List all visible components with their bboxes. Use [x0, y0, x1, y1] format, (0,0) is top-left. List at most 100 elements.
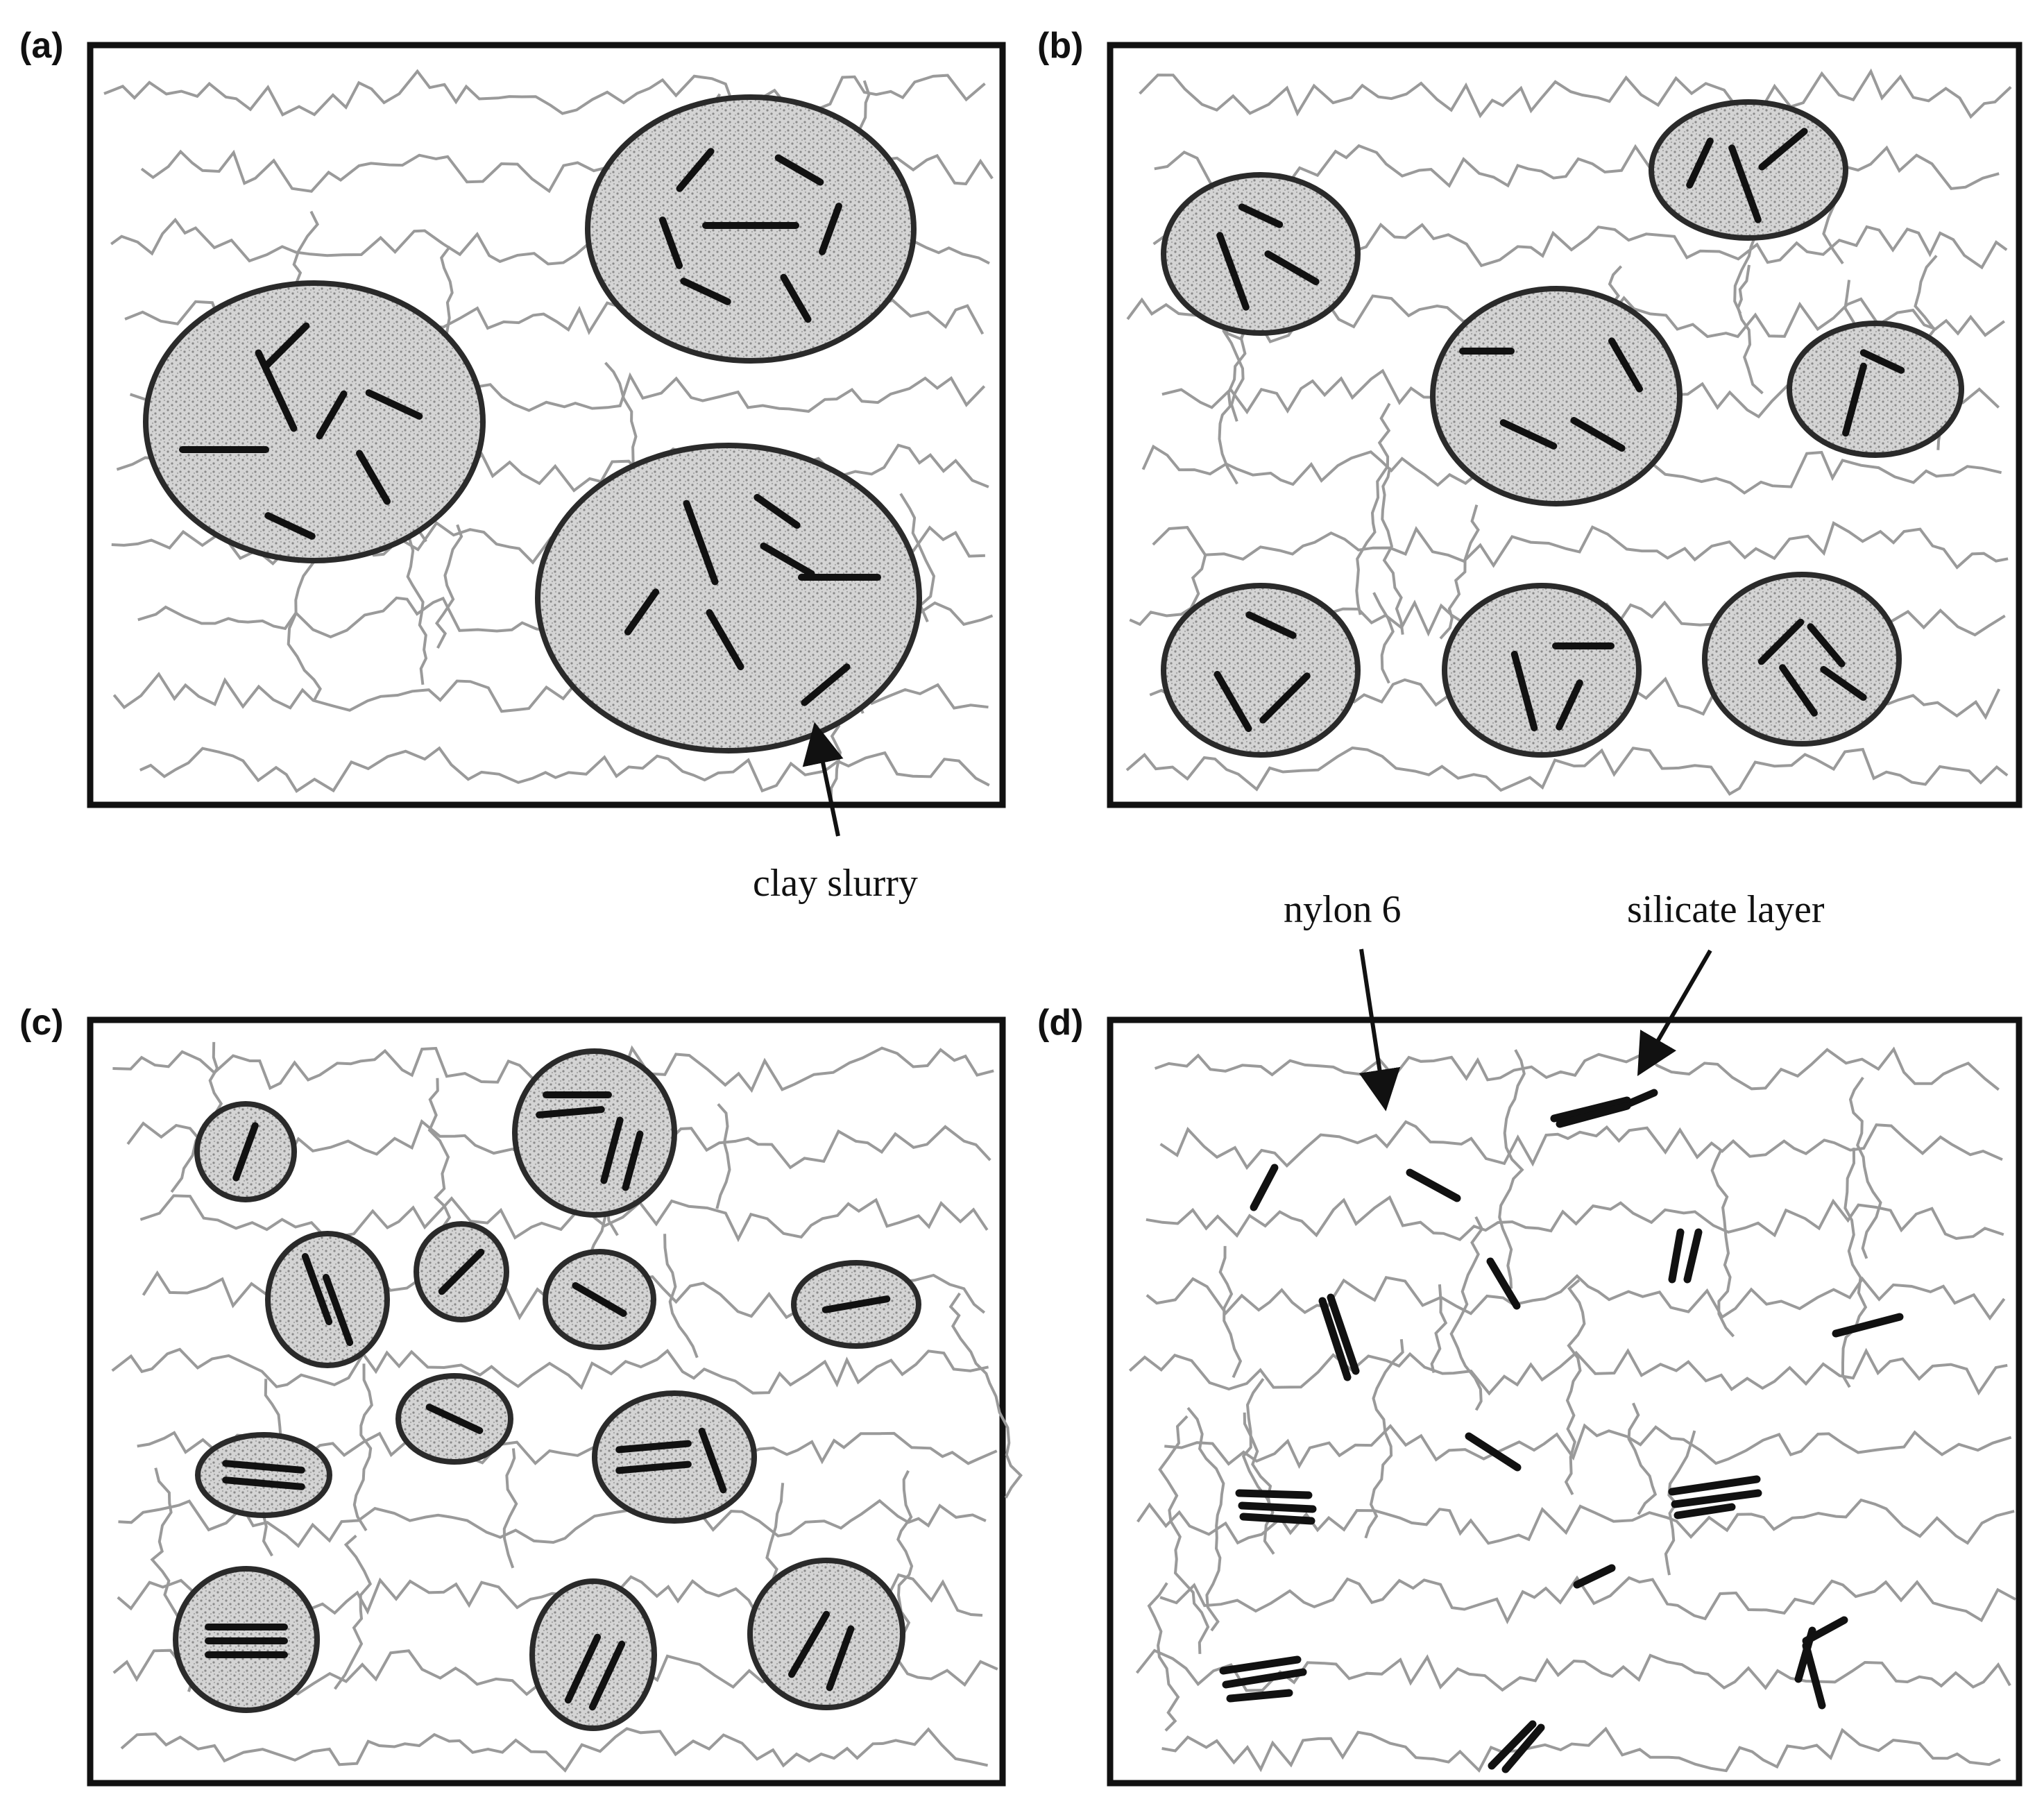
- polymer-chain: [1627, 1402, 1658, 1515]
- silicate-layer: [1570, 417, 1626, 452]
- silicate-layer: [1683, 1228, 1703, 1284]
- polymer-chain: [1449, 1216, 1484, 1411]
- silicate-layer: [1245, 611, 1297, 639]
- panel-a-label: (a): [19, 26, 64, 66]
- silicate-layer: [255, 349, 298, 432]
- silicate-layer: [1213, 671, 1252, 732]
- silicate-layer: [1807, 623, 1846, 667]
- silicate-layer: [680, 278, 731, 305]
- silicate-layer: [1556, 1102, 1631, 1128]
- silicate-layer: [438, 1248, 485, 1295]
- nylon-arrow: [1359, 948, 1401, 1112]
- silicate-layer: [356, 450, 391, 505]
- polymer-chain: [502, 1448, 518, 1569]
- silicate-layer: [774, 154, 824, 186]
- silicate-layer: [1859, 349, 1905, 374]
- silicate-layer: [1556, 679, 1583, 731]
- silicate-layer-label: silicate layer: [1627, 888, 1825, 931]
- clay-slurry-droplet: [791, 1260, 921, 1349]
- panel-c-label: (c): [19, 1003, 64, 1043]
- clay-slurry-droplet: [1787, 321, 1964, 458]
- clay-slurry-arrow: [802, 722, 844, 837]
- silicate-layer: [659, 216, 683, 269]
- polymer-chain: [663, 1234, 699, 1359]
- clay-slurry-droplet: [173, 1566, 320, 1713]
- polymer-chain: [1164, 1423, 2012, 1470]
- clay-slurry-droplet: [1649, 99, 1848, 241]
- clay-slurry-droplet: [535, 443, 922, 753]
- silicate-layer: [588, 1640, 626, 1711]
- polymer-chain: [111, 1347, 989, 1395]
- panel-d-silicate-layers: [1219, 1089, 1904, 1773]
- silicate-layer: [263, 322, 310, 369]
- polymer-chain: [1154, 1046, 2000, 1091]
- silicate-layer: [1779, 664, 1818, 717]
- polymer-chain: [1241, 1378, 1275, 1555]
- clay-slurry-droplet: [195, 1432, 332, 1518]
- polymer-chain: [1152, 521, 2009, 570]
- silicate-layer: [801, 663, 851, 706]
- clay-slurry-droplet: [592, 1390, 757, 1524]
- clay-slurry-droplet: [512, 1048, 677, 1218]
- silicate-layer: [232, 1122, 259, 1182]
- polymer-chain: [1841, 1148, 1868, 1388]
- silicate-layer: [1222, 1668, 1307, 1689]
- silicate-layer: [1235, 1489, 1313, 1499]
- silicate-layer: [264, 512, 316, 540]
- silicate-layer: [536, 1106, 605, 1118]
- clay-slurry-droplet: [1161, 583, 1361, 758]
- silicate-layer: [1757, 618, 1805, 665]
- polymer-chain: [1364, 1338, 1404, 1539]
- silicate-layer: [1226, 1689, 1293, 1703]
- polymer-chain: [1158, 1415, 1210, 1654]
- polymer-chain: [899, 493, 936, 623]
- polymer-chain: [1430, 1284, 1448, 1373]
- silicate-layer: [1238, 203, 1284, 228]
- clay-slurry-droplet: [143, 280, 486, 563]
- silicate-layer: [425, 1404, 484, 1434]
- silicate-layer: [1239, 1513, 1315, 1525]
- silicate-layer: [1820, 665, 1867, 701]
- polymer-chain: [1848, 1076, 1882, 1259]
- silicate-layer: [1758, 128, 1808, 171]
- silicate-layer: [222, 1460, 305, 1474]
- silicate-layer: [1550, 1096, 1631, 1123]
- polymer-chain: [1139, 68, 2012, 119]
- silicate-layer: [1259, 672, 1311, 724]
- clay-slurry-droplet: [265, 1231, 390, 1368]
- silicate-layer: [1264, 250, 1320, 285]
- panel-d-label: (d): [1037, 1003, 1084, 1043]
- silicate-layer: [1219, 1655, 1302, 1675]
- clay-slurry-droplet: [543, 1249, 656, 1350]
- clay-slurry-droplet: [1161, 172, 1361, 336]
- polymer-chain: [1161, 1726, 2001, 1773]
- polymer-chain: [1136, 1498, 2015, 1545]
- polymer-chain: [1159, 1575, 2016, 1625]
- silicate-layer: [760, 543, 815, 577]
- silicate-layer: [301, 1253, 333, 1325]
- polymer-chain: [1439, 504, 1480, 640]
- silicate-layer: [698, 1427, 727, 1494]
- silicate-layer: [1668, 1475, 1761, 1496]
- polymer-chain: [1186, 1406, 1225, 1632]
- silicate-layer: [1608, 337, 1643, 393]
- polymer-chain: [1128, 1347, 2008, 1396]
- silicate-layer: [1621, 1089, 1658, 1109]
- clay-slurry-droplet: [395, 1373, 513, 1465]
- polymer-chain: [1381, 467, 1404, 635]
- polymer-chain: [1498, 1049, 1526, 1289]
- silicate-layer: [1728, 144, 1762, 223]
- silicate-layer: [322, 1274, 354, 1346]
- silicate-layer: [1673, 1503, 1736, 1519]
- polymer-chain: [352, 1363, 373, 1531]
- polymer-chain: [1710, 1149, 1735, 1338]
- polymer-chain: [112, 1045, 994, 1093]
- silicate-layer: [780, 273, 812, 323]
- polymer-chain: [1564, 1279, 1586, 1496]
- silicate-layer: [1488, 1720, 1537, 1770]
- silicate-layer: [365, 389, 423, 420]
- silicate-layer: [222, 1476, 305, 1490]
- silicate-layer: [753, 493, 801, 529]
- silicate-layer: [1318, 1297, 1352, 1381]
